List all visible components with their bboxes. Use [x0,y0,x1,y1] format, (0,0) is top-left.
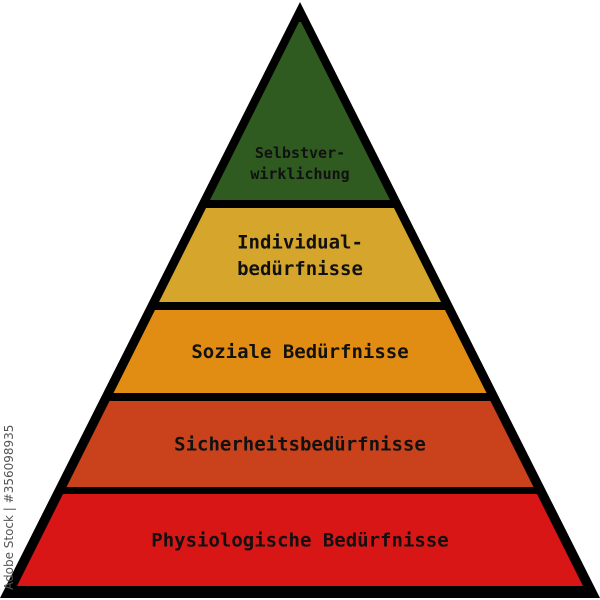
level-social-band [113,310,487,393]
level-self-actualization-band [210,22,390,200]
watermark: Adobe Stock | #356098935 [2,424,16,590]
level-esteem-label: bedürfnisse [237,258,363,280]
level-physiological-band [17,494,583,586]
level-self-actualization-label: wirklichung [250,165,349,183]
level-safety-band [66,401,534,487]
level-self-actualization-label: Selbstver- [255,144,345,162]
level-esteem-band [159,208,441,302]
level-safety-label: Sicherheitsbedürfnisse [174,434,426,456]
level-physiological-label: Physiologische Bedürfnisse [151,530,448,552]
level-social-label: Soziale Bedürfnisse [191,341,408,363]
level-esteem-label: Individual- [237,231,363,253]
